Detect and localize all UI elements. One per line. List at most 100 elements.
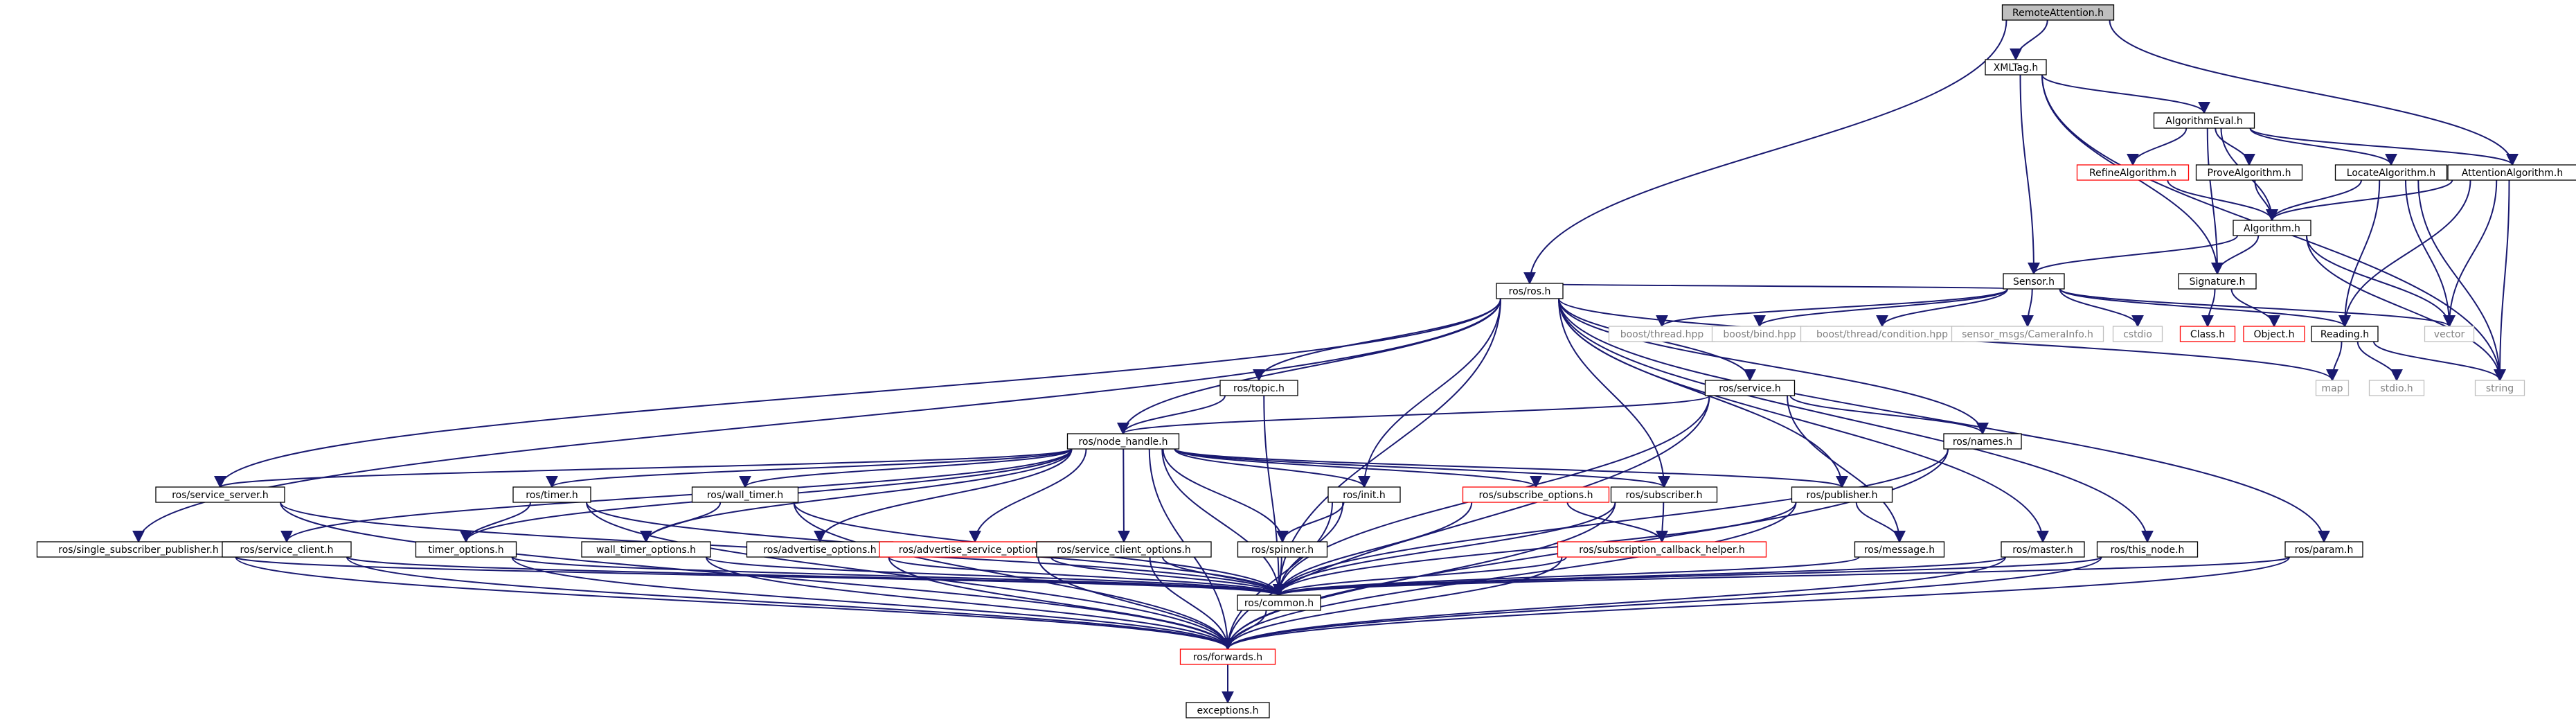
node-ros-subscriber-h[interactable]: ros/subscriber.h xyxy=(1610,486,1718,503)
edge-ros-to-subscriber xyxy=(1558,298,1670,488)
edge-common-to-forwards xyxy=(1222,610,1267,651)
node-sensor-msgs-camerainfo-h: sensor_msgs/CameraInfo.h xyxy=(1951,326,2104,342)
node-label: exceptions.h xyxy=(1197,705,1258,716)
edge-Algorithm-to-Signature xyxy=(2211,235,2260,275)
node-xmltag-h[interactable]: XMLTag.h xyxy=(1985,59,2047,76)
node-label: ros/subscriber.h xyxy=(1625,490,1702,501)
node-label: ros/spinner.h xyxy=(1251,545,1314,556)
node-algorithmeval-h[interactable]: AlgorithmEval.h xyxy=(2153,112,2255,129)
edge-Algorithm-to-Sensor xyxy=(2028,235,2238,275)
node-ros-node-handle-h[interactable]: ros/node_handle.h xyxy=(1066,433,1180,450)
edge-Algorithm-to-vector xyxy=(2306,235,2456,328)
node-ros-advertise-options-h[interactable]: ros/advertise_options.h xyxy=(746,541,894,558)
edge-nodehandle-to-init xyxy=(1174,448,1370,488)
edge-AttentionAlgorithm-to-Reading xyxy=(2338,179,2471,328)
node-ros-timer-h[interactable]: ros/timer.h xyxy=(512,486,591,503)
edge-walltimer-to-walltimeroptions xyxy=(640,502,722,543)
edge-AlgorithmEval-to-ProveAlgorithm xyxy=(2215,127,2255,166)
edge-nodehandle-to-common xyxy=(1161,448,1285,597)
edge-service-to-nodehandle xyxy=(1117,395,1710,435)
node-ros-this-node-h[interactable]: ros/this_node.h xyxy=(2096,541,2199,558)
edge-subscribeoptions-to-common xyxy=(1273,502,1473,597)
node-ros-init-h[interactable]: ros/init.h xyxy=(1327,486,1401,503)
edge-Sensor-to-Reading xyxy=(2059,288,2351,328)
edge-serviceclientoptions-to-forwards xyxy=(1149,556,1234,651)
node-label: ros/param.h xyxy=(2295,545,2354,556)
node-ros-topic-h[interactable]: ros/topic.h xyxy=(1219,380,1298,396)
edge-nodehandle-to-advertiseoptions xyxy=(814,448,1073,543)
node-label: ros/advertise_service_options.h xyxy=(899,545,1051,556)
edge-ros-to-serviceserver xyxy=(214,298,1501,488)
node-signature-h[interactable]: Signature.h xyxy=(2178,273,2257,290)
node-object-h[interactable]: Object.h xyxy=(2243,326,2305,342)
edge-timeroptions-to-forwards xyxy=(511,556,1234,651)
node-box xyxy=(2315,380,2350,396)
node-ros-subscription-callback-helper-h[interactable]: ros/subscription_callback_helper.h xyxy=(1557,541,1767,558)
node-ros-subscribe-options-h[interactable]: ros/subscribe_options.h xyxy=(1462,486,1610,503)
node-algorithm-h[interactable]: Algorithm.h xyxy=(2233,220,2311,236)
edge-XMLTag-to-Sensor xyxy=(2019,74,2040,275)
node-ros-spinner-h[interactable]: ros/spinner.h xyxy=(1237,541,1328,558)
edge-Sensor-to-boostcond xyxy=(1876,288,2008,328)
node-timer-options-h[interactable]: timer_options.h xyxy=(415,541,517,558)
node-ros-single-subscriber-publisher-h[interactable]: ros/single_subscriber_publisher.h xyxy=(36,541,241,558)
node-ros-message-h[interactable]: ros/message.h xyxy=(1854,541,1945,558)
edge-subscriber-to-common xyxy=(1273,502,1616,597)
node-label: XMLTag.h xyxy=(1994,62,2039,73)
node-ros-names-h[interactable]: ros/names.h xyxy=(1943,433,2022,450)
node-box xyxy=(1179,648,1276,665)
edge-XMLTag-to-AlgorithmEval xyxy=(2041,74,2210,114)
node-box xyxy=(155,486,285,503)
edge-thisnode-to-forwards xyxy=(1222,556,2102,651)
edge-ros-to-thisnode xyxy=(1558,298,2154,543)
edge-Sensor-to-boostthread xyxy=(1656,288,2008,328)
edge-AttentionAlgorithm-to-Algorithm xyxy=(2266,179,2453,222)
node-sensor-h[interactable]: Sensor.h xyxy=(2003,273,2065,290)
node-ros-service-server-h[interactable]: ros/service_server.h xyxy=(155,486,285,503)
node-box xyxy=(2112,326,2163,342)
node-ros-service-client-h[interactable]: ros/service_client.h xyxy=(222,541,352,558)
node-ros-service-h[interactable]: ros/service.h xyxy=(1704,380,1796,396)
node-label: ros/topic.h xyxy=(1233,383,1285,394)
node-ros-master-h[interactable]: ros/master.h xyxy=(2001,541,2085,558)
edge-timeroptions-to-common xyxy=(511,556,1285,597)
node-exceptions-h[interactable]: exceptions.h xyxy=(1186,702,1270,718)
edge-AttentionAlgorithm-to-vector xyxy=(2443,179,2498,328)
node-label: Signature.h xyxy=(2190,276,2246,288)
node-ros-ros-h[interactable]: ros/ros.h xyxy=(1496,283,1564,299)
node-ros-common-h[interactable]: ros/common.h xyxy=(1237,594,1321,611)
node-ros-forwards-h[interactable]: ros/forwards.h xyxy=(1179,648,1276,665)
node-ros-publisher-h[interactable]: ros/publisher.h xyxy=(1791,486,1893,503)
node-provealgorithm-h[interactable]: ProveAlgorithm.h xyxy=(2195,164,2303,181)
node-ros-advertise-service-options-h[interactable]: ros/advertise_service_options.h xyxy=(879,541,1071,558)
node-box xyxy=(1036,541,1212,558)
node-reading-h[interactable]: Reading.h xyxy=(2311,326,2379,342)
node-ros-wall-timer-h[interactable]: ros/wall_timer.h xyxy=(691,486,799,503)
edge-Signature-to-Class xyxy=(2201,288,2216,328)
node-ros-param-h[interactable]: ros/param.h xyxy=(2284,541,2363,558)
edge-publisher-to-common xyxy=(1273,502,1797,597)
node-box xyxy=(1557,541,1767,558)
node-label: AttentionAlgorithm.h xyxy=(2462,168,2564,179)
node-label: ros/this_node.h xyxy=(2111,545,2185,556)
node-wall-timer-options-h[interactable]: wall_timer_options.h xyxy=(581,541,711,558)
node-ros-service-client-options-h[interactable]: ros/service_client_options.h xyxy=(1036,541,1212,558)
node-label: string xyxy=(2486,383,2514,394)
edge-AlgorithmEval-to-RefineAlgorithm xyxy=(2127,127,2188,166)
node-label: ros/forwards.h xyxy=(1193,652,1262,663)
node-boost-bind-hpp: boost/bind.hpp xyxy=(1711,326,1808,342)
node-remoteattention-h[interactable]: RemoteAttention.h xyxy=(2001,4,2115,21)
edge-nodehandle-to-publisher xyxy=(1174,448,1848,488)
node-locatealgorithm-h[interactable]: LocateAlgorithm.h xyxy=(2334,164,2448,181)
node-refinealgorithm-h[interactable]: RefineAlgorithm.h xyxy=(2076,164,2190,181)
edge-ros-to-names xyxy=(1558,298,1989,435)
edge-callbackhelper-to-forwards xyxy=(1222,556,1563,651)
node-box xyxy=(1985,59,2047,76)
node-box xyxy=(2284,541,2363,558)
edge-ros-to-init xyxy=(1358,298,1501,488)
edge-service-to-names xyxy=(1789,395,1989,435)
edge-publisher-to-forwards xyxy=(1222,502,1797,651)
node-box xyxy=(691,486,799,503)
node-class-h[interactable]: Class.h xyxy=(2179,326,2236,342)
node-attentionalgorithm-h[interactable]: AttentionAlgorithm.h xyxy=(2447,164,2576,181)
